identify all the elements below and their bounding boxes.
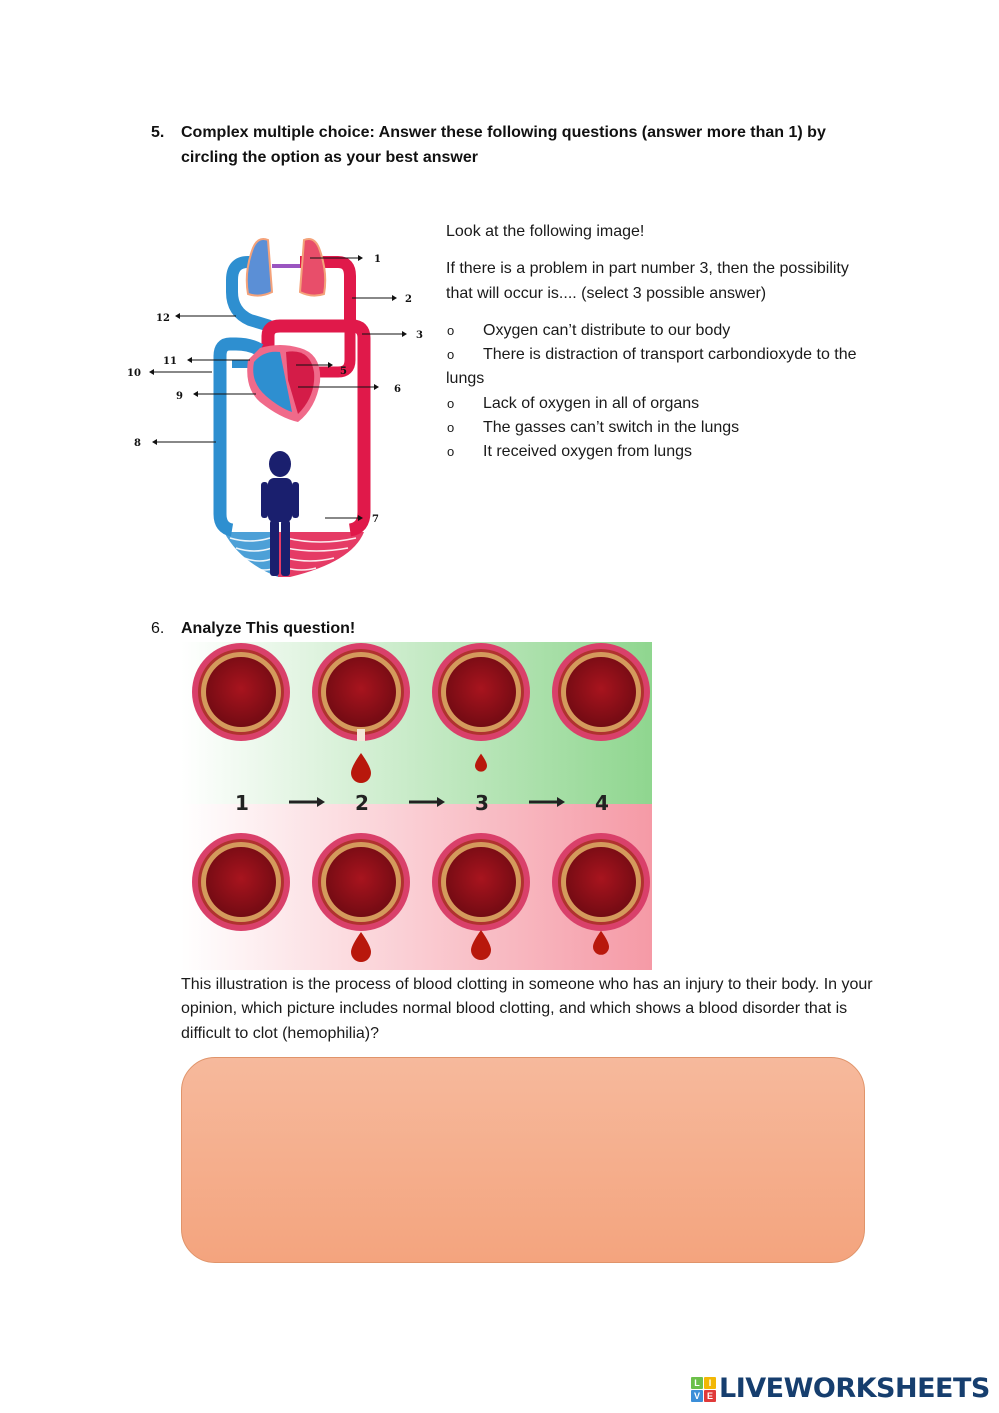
arrow-icon: [557, 797, 565, 807]
diagram-label-6: 6: [394, 384, 401, 395]
capillary-beds: [220, 532, 364, 577]
arrow-icon: [317, 797, 325, 807]
circle-bullet-icon: o: [447, 347, 455, 363]
logo-tile: I: [704, 1376, 716, 1389]
circulatory-system-diagram: 1 2 3 5 6 7 8 9 10 11 12: [127, 238, 423, 577]
lungs: [245, 238, 327, 297]
stage-label-1: 1: [235, 791, 249, 815]
question-5-number: 5.: [151, 124, 165, 141]
logo-tiles-icon: L I V E: [691, 1376, 716, 1402]
option-text: There is distraction of transport carbon…: [446, 346, 857, 388]
liveworksheets-logo[interactable]: L I V E LIVEWORKSHEETS: [691, 1374, 990, 1404]
pulmonary-vein: [300, 256, 356, 322]
diagram-label-9: 9: [176, 391, 183, 402]
question-6-prompt: This illustration is the process of bloo…: [181, 976, 873, 1042]
question-6-title: Analyze This question!: [181, 620, 356, 637]
question-6-number: 6.: [151, 620, 165, 637]
question-5-prompt: If there is a problem in part number 3, …: [446, 260, 849, 302]
stage-label-2: 2: [355, 791, 369, 815]
logo-tile: V: [691, 1389, 703, 1402]
answer-option[interactable]: o Lack of oxygen in all of organs: [446, 392, 876, 416]
diagram-label-8: 8: [134, 438, 141, 449]
answer-textarea[interactable]: [182, 1058, 864, 1262]
stage-label-3: 3: [475, 791, 489, 815]
diagram-label-3: 3: [416, 330, 423, 341]
stage-label-4: 4: [595, 791, 609, 815]
answer-option[interactable]: o Oxygen can’t distribute to our body: [446, 319, 876, 343]
logo-tile: E: [704, 1389, 716, 1402]
answer-option[interactable]: o It received oxygen from lungs: [446, 440, 876, 464]
question-5-body: Look at the following image! If there is…: [446, 220, 876, 465]
diagram-label-5: 5: [340, 366, 347, 377]
normal-clotting-row: [192, 643, 650, 783]
diagram-label-12: 12: [156, 313, 170, 324]
heart: [247, 345, 321, 422]
pulmonary-artery: [226, 256, 272, 332]
question-5-intro: Look at the following image!: [446, 223, 645, 240]
option-text: The gasses can’t switch in the lungs: [483, 419, 740, 437]
question-5-title: Complex multiple choice: Answer these fo…: [181, 124, 826, 166]
diagram-label-10: 10: [127, 368, 141, 379]
artery-branch: [290, 328, 356, 378]
answer-option[interactable]: o The gasses can’t switch in the lungs: [446, 416, 876, 440]
diagram-label-1: 1: [374, 254, 381, 265]
diagram-label-7: 7: [372, 514, 379, 525]
label-arrows: [154, 257, 402, 519]
logo-text: LIVEWORKSHEETS: [719, 1373, 990, 1404]
logo-tile: L: [691, 1376, 703, 1389]
circle-bullet-icon: o: [447, 322, 455, 338]
vessels: [213, 256, 371, 537]
vena-cava: [213, 337, 264, 537]
blood-clotting-illustration: 1 2 3 4: [181, 642, 652, 970]
aorta: [261, 319, 371, 537]
circle-bullet-icon: o: [447, 395, 455, 411]
arrow-icon: [437, 797, 445, 807]
option-text: Lack of oxygen in all of organs: [483, 394, 700, 412]
option-text: It received oxygen from lungs: [483, 443, 692, 461]
answer-box[interactable]: [181, 1057, 865, 1263]
circle-bullet-icon: o: [447, 420, 455, 436]
person-silhouette: [261, 451, 299, 576]
diagram-label-2: 2: [405, 294, 412, 305]
option-text: Oxygen can’t distribute to our body: [483, 321, 731, 339]
diagram-label-11: 11: [163, 356, 177, 367]
circle-bullet-icon: o: [447, 444, 455, 460]
